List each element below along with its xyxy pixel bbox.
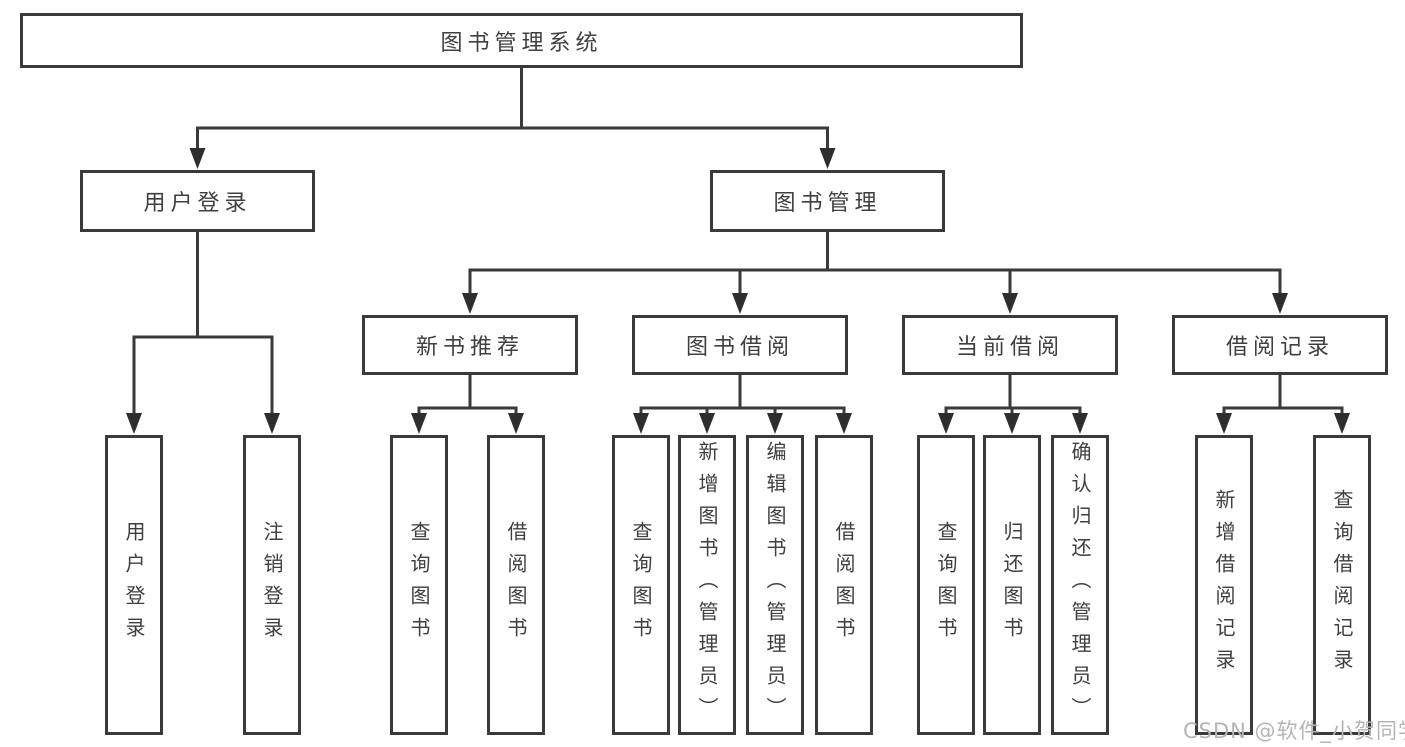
connector-book-management-children (468, 232, 1282, 297)
leaf-user-login: 用户登录 (105, 435, 163, 735)
node-book-borrowing: 图书借阅 (632, 315, 848, 375)
arrowhead-leaf (1072, 413, 1088, 434)
node-library-management-system: 图书管理系统 (20, 13, 1023, 68)
arrowhead-leaf (767, 413, 783, 434)
leaf-confirm-return-admin: 确认归还（管理员） (1051, 435, 1109, 735)
leaf-add-borrow-record: 新增借阅记录 (1195, 435, 1253, 735)
connector-level3-stubs (468, 375, 1282, 408)
leaf-label: 用户登录 (122, 521, 146, 649)
arrowhead-logout-leaf (264, 413, 280, 434)
arrowhead-user-login-leaf (126, 413, 142, 434)
node-label: 当前借阅 (955, 335, 1064, 360)
leaf-label: 确认归还（管理员） (1068, 441, 1092, 729)
arrowhead-leaf (1216, 413, 1232, 434)
arrowhead-user-login (189, 148, 206, 169)
leaf-query-borrow-record: 查询借阅记录 (1313, 435, 1371, 735)
arrowhead-leaf (1004, 413, 1020, 434)
arrowhead-new-book-recommend (462, 293, 478, 314)
csdn-watermark: CSDN @软件_小贺同学 (1183, 719, 1405, 743)
arrowhead-leaf (633, 413, 649, 434)
leaf-label: 新增借阅记录 (1212, 489, 1236, 681)
leaf-label: 查询借阅记录 (1330, 489, 1354, 681)
node-new-book-recommend: 新书推荐 (362, 315, 578, 375)
connector-leaf-drops (417, 408, 1344, 417)
node-label: 借阅记录 (1225, 335, 1334, 360)
leaf-return-books: 归还图书 (983, 435, 1041, 735)
arrowhead-leaf (836, 413, 852, 434)
leaf-borrow-books: 借阅图书 (487, 435, 545, 735)
leaf-label: 新增图书（管理员） (695, 441, 719, 729)
leaf-query-books: 查询图书 (612, 435, 670, 735)
node-label: 用户登录 (143, 191, 252, 216)
node-user-login: 用户登录 (80, 170, 315, 232)
arrowhead-leaf (699, 413, 715, 434)
leaf-label: 查询图书 (407, 521, 431, 649)
leaf-edit-books-admin: 编辑图书（管理员） (746, 435, 804, 735)
leaf-label: 借阅图书 (832, 521, 856, 649)
leaf-borrow-books: 借阅图书 (815, 435, 873, 735)
node-label: 新书推荐 (415, 335, 524, 360)
arrowhead-leaf (411, 413, 427, 434)
arrowhead-current-borrowing (1002, 293, 1018, 314)
node-book-management: 图书管理 (710, 170, 945, 232)
node-current-borrowing: 当前借阅 (902, 315, 1118, 375)
leaf-label: 编辑图书（管理员） (763, 441, 787, 729)
leaf-label: 查询图书 (629, 521, 653, 649)
connector-root-to-level2 (196, 68, 829, 152)
leaf-label: 归还图书 (1000, 521, 1024, 649)
leaf-add-books-admin: 新增图书（管理员） (678, 435, 736, 735)
node-label: 图书管理 (773, 191, 882, 216)
arrowhead-book-borrowing (732, 293, 748, 314)
leaf-label: 注销登录 (260, 521, 284, 649)
node-label: 图书管理系统 (440, 30, 603, 56)
arrowhead-leaf (1334, 413, 1350, 434)
arrowhead-book-management (819, 148, 836, 169)
arrowhead-leaf (938, 413, 954, 434)
leaf-query-books: 查询图书 (390, 435, 448, 735)
node-label: 图书借阅 (685, 335, 794, 360)
leaf-logout: 注销登录 (243, 435, 301, 735)
arrowhead-borrowing-records (1272, 293, 1288, 314)
leaf-label: 借阅图书 (504, 521, 528, 649)
leaf-query-books: 查询图书 (917, 435, 975, 735)
connector-user-login-children (132, 232, 274, 417)
node-borrowing-records: 借阅记录 (1172, 315, 1388, 375)
leaf-label: 查询图书 (934, 521, 958, 649)
arrowhead-leaf (508, 413, 524, 434)
